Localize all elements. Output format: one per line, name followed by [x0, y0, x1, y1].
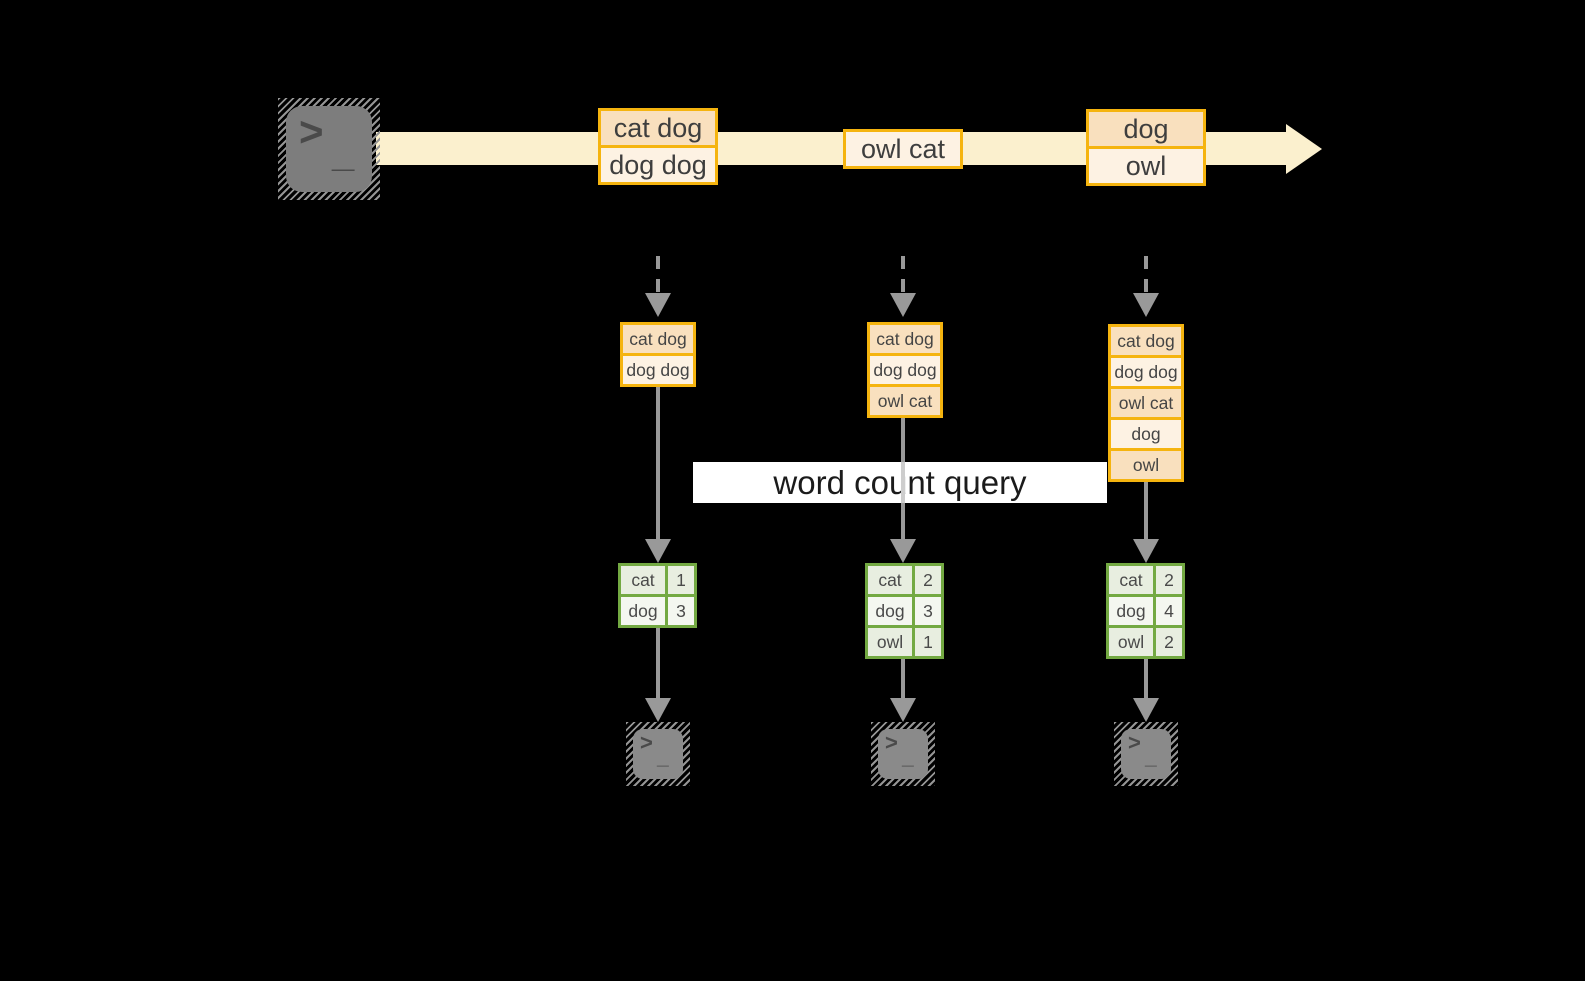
- word-cell: cat: [621, 566, 665, 594]
- word-cell: cat: [1109, 566, 1153, 594]
- buffer-record: owl: [1111, 451, 1181, 479]
- stream-record: owl: [1089, 149, 1203, 183]
- terminal-screen: > _: [633, 729, 683, 779]
- window-buffer-1: cat dog dog dog: [620, 322, 696, 387]
- source-terminal-icon: > _: [278, 98, 380, 200]
- count-cell: 2: [915, 566, 941, 594]
- word-count-table-2: cat 2 dog 3 owl 1: [865, 563, 944, 659]
- buffer-record: dog dog: [870, 356, 940, 384]
- prompt-underscore-icon: _: [902, 746, 914, 769]
- sink-terminal-icon-1: > _: [626, 722, 690, 786]
- sink-terminal-icon-2: > _: [871, 722, 935, 786]
- stream-arrowhead-icon: [1286, 124, 1322, 174]
- buffer-record: owl cat: [1111, 389, 1181, 417]
- window-buffer-3: cat dog dog dog owl cat dog owl: [1108, 324, 1184, 482]
- query-banner: word count query: [693, 462, 1107, 503]
- count-cell: 2: [1156, 566, 1182, 594]
- word-cell: owl: [1109, 628, 1153, 656]
- query-banner-label: word count query: [773, 463, 1027, 501]
- terminal-screen: > _: [1121, 729, 1171, 779]
- query-arrow-line-2-overlap: [901, 462, 905, 503]
- ingest-arrowhead-icon-1: [645, 293, 671, 317]
- query-arrow-line-2: [901, 418, 905, 462]
- prompt-underscore-icon: _: [332, 131, 355, 175]
- buffer-record: dog dog: [623, 356, 693, 384]
- count-cell: 1: [668, 566, 694, 594]
- prompt-underscore-icon: _: [657, 746, 669, 769]
- output-arrowhead-icon-3: [1133, 698, 1159, 722]
- prompt-chevron-icon: >: [640, 730, 653, 755]
- buffer-record: owl cat: [870, 387, 940, 415]
- stream-record: cat dog: [601, 111, 715, 145]
- stream-record: dog: [1089, 112, 1203, 146]
- prompt-chevron-icon: >: [299, 108, 324, 155]
- ingest-arrow-line-2: [901, 256, 905, 292]
- query-arrow-line-3: [1144, 482, 1148, 539]
- ingest-arrow-line-3: [1144, 256, 1148, 292]
- output-arrow-line-1: [656, 628, 660, 698]
- count-cell: 1: [915, 628, 941, 656]
- word-cell: owl: [868, 628, 912, 656]
- output-arrowhead-icon-1: [645, 698, 671, 722]
- word-count-table-3: cat 2 dog 4 owl 2: [1106, 563, 1185, 659]
- count-cell: 3: [668, 597, 694, 625]
- prompt-underscore-icon: _: [1145, 746, 1157, 769]
- terminal-screen: > _: [878, 729, 928, 779]
- query-arrow-line-1: [656, 387, 660, 539]
- output-arrowhead-icon-2: [890, 698, 916, 722]
- count-cell: 3: [915, 597, 941, 625]
- count-cell: 4: [1156, 597, 1182, 625]
- count-cell: 2: [1156, 628, 1182, 656]
- query-arrow-line-2b: [901, 503, 905, 539]
- query-arrowhead-icon-2: [890, 539, 916, 563]
- word-cell: dog: [1109, 597, 1153, 625]
- terminal-screen: > _: [286, 106, 372, 192]
- buffer-record: dog: [1111, 420, 1181, 448]
- stream-record-batch-1: cat dog dog dog: [598, 108, 718, 185]
- stream-record: dog dog: [601, 148, 715, 182]
- stream-record-batch-3: dog owl: [1086, 109, 1206, 186]
- buffer-record: cat dog: [623, 325, 693, 353]
- word-count-table-1: cat 1 dog 3: [618, 563, 697, 628]
- output-arrow-line-3: [1144, 659, 1148, 698]
- buffer-record: dog dog: [1111, 358, 1181, 386]
- ingest-arrowhead-icon-2: [890, 293, 916, 317]
- buffer-record: cat dog: [1111, 327, 1181, 355]
- prompt-chevron-icon: >: [1128, 730, 1141, 755]
- word-cell: cat: [868, 566, 912, 594]
- buffer-record: cat dog: [870, 325, 940, 353]
- prompt-chevron-icon: >: [885, 730, 898, 755]
- output-arrow-line-2: [901, 659, 905, 698]
- stream-record-batch-2: owl cat: [843, 129, 963, 169]
- word-cell: dog: [621, 597, 665, 625]
- stream-record: owl cat: [846, 132, 960, 166]
- ingest-arrow-line-1: [656, 256, 660, 292]
- ingest-arrowhead-icon-3: [1133, 293, 1159, 317]
- query-arrowhead-icon-1: [645, 539, 671, 563]
- sink-terminal-icon-3: > _: [1114, 722, 1178, 786]
- window-buffer-2: cat dog dog dog owl cat: [867, 322, 943, 418]
- word-cell: dog: [868, 597, 912, 625]
- query-arrowhead-icon-3: [1133, 539, 1159, 563]
